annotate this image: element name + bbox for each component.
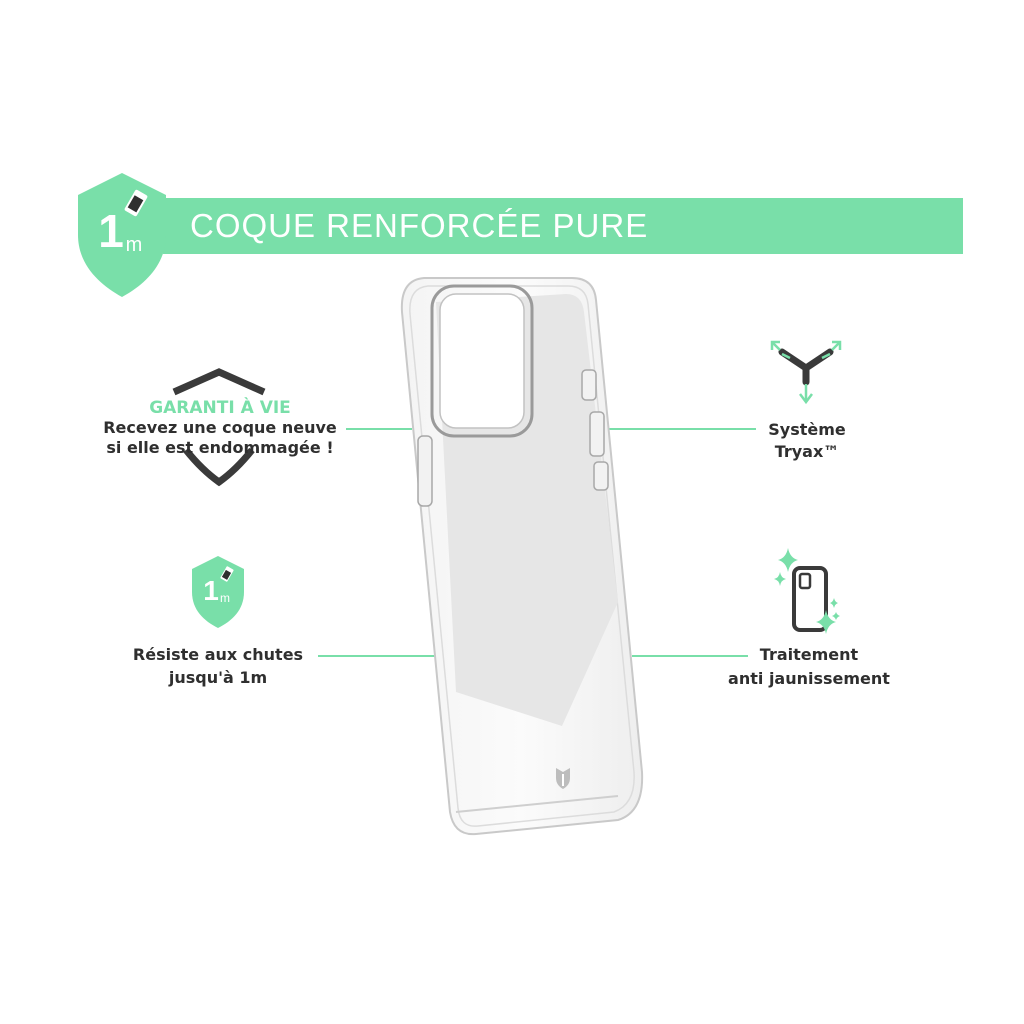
yellowing-line-1: Traitement — [759, 645, 859, 664]
drop-badge-unit: m — [220, 591, 230, 605]
page-title: COQUE RENFORCÉE PURE — [190, 207, 649, 244]
drop-shield-icon: 1 m — [192, 556, 244, 628]
title-banner — [163, 198, 963, 254]
tryax-line-1: Système — [768, 420, 846, 439]
yellowing-line-2: anti jaunissement — [728, 669, 890, 688]
shield-1m-icon: 1 m — [78, 173, 166, 297]
tryax-line-2: Tryax™ — [774, 442, 840, 461]
phone-sparkle-icon — [774, 548, 840, 634]
badge-unit: m — [126, 234, 143, 256]
connector-line-tryax — [609, 428, 756, 430]
brand-logo-icon — [556, 768, 570, 789]
drop-line-1: Résiste aux chutes — [132, 645, 304, 664]
guarantee-shield-icon — [172, 368, 266, 487]
guarantee-title: GARANTI À VIE — [149, 398, 291, 418]
tryax-arrows-icon — [770, 340, 842, 405]
connector-line-drop — [318, 655, 438, 657]
drop-badge-number: 1 — [203, 575, 219, 606]
guarantee-line-2: si elle est endommagée ! — [106, 438, 334, 457]
connector-line-guarantee — [346, 428, 412, 430]
drop-line-2: jusqu'à 1m — [168, 668, 268, 687]
guarantee-line-1: Recevez une coque neuve — [103, 418, 337, 437]
badge-number: 1 — [98, 205, 124, 257]
connector-line-yellowing — [632, 655, 748, 657]
phone-case-image — [400, 277, 644, 836]
